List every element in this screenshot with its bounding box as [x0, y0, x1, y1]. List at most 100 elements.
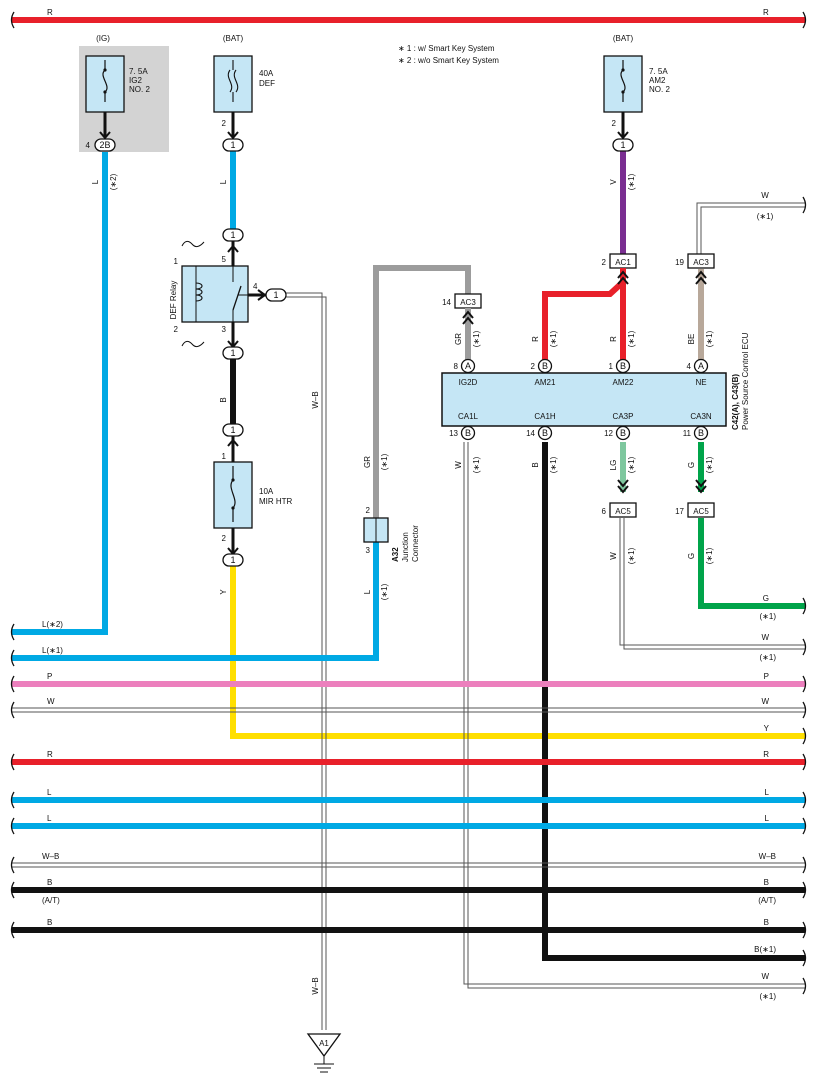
mir-htr-fuse: 1 10A MIR HTR 2 1	[213, 436, 293, 567]
ecu-pin-note: (∗1)	[627, 330, 636, 347]
svg-text:Y: Y	[219, 589, 228, 595]
ecu-pin-marker	[460, 425, 476, 441]
svg-text:1: 1	[230, 230, 235, 240]
connector-def	[222, 138, 244, 152]
ecu-pin-note: (∗1)	[549, 456, 558, 473]
ecu-body	[441, 372, 727, 427]
def-relay: 1 5 1 2 3 4 DEF Relay 1 1	[169, 228, 287, 360]
ecu-pin-wire: B	[531, 462, 540, 467]
ig2-number: NO. 2	[129, 85, 150, 94]
wire-wb-b	[286, 296, 327, 1030]
ig2-rating: 7. 5A	[129, 67, 148, 76]
arrow-up-icon	[227, 244, 239, 253]
wire-ac5-g	[698, 518, 805, 609]
svg-text:2: 2	[174, 325, 179, 334]
ecu-pin-note: (∗1)	[549, 330, 558, 347]
def-pin: 2	[222, 119, 227, 128]
bus-labels: L(∗2) L(∗1) P P W W Y R R L L L L W–B W–…	[42, 594, 776, 1001]
connector-def-label: 1	[230, 140, 235, 150]
svg-text:17: 17	[675, 507, 684, 516]
bus-label-left: W–B	[42, 852, 59, 861]
fusible-link-icon	[227, 60, 239, 102]
ecu-pin-number: 4	[687, 362, 692, 371]
svg-text:2: 2	[602, 258, 607, 267]
mir-name: MIR HTR	[259, 497, 293, 506]
connector-am2-label: 1	[620, 140, 625, 150]
stub-note: (∗1)	[760, 653, 777, 662]
ig2-name: IG2	[129, 76, 142, 85]
ecu-pin-note: (∗1)	[472, 456, 481, 473]
svg-text:W: W	[761, 191, 769, 200]
svg-text:(∗1): (∗1)	[627, 173, 636, 190]
svg-text:R: R	[47, 8, 53, 17]
ac5-left-connector: AC5 6	[602, 479, 637, 518]
svg-text:GR: GR	[363, 456, 372, 468]
ecu-pin-note: (∗1)	[627, 456, 636, 473]
am2-rating: 7. 5A	[649, 67, 668, 76]
stub-label: W	[761, 633, 769, 642]
ecu-pin-side: B	[620, 361, 626, 371]
power-source-control-ecu: C42(A), C43(B) Power Source Control ECU …	[441, 330, 750, 473]
ecu-pin-wire: BE	[687, 334, 696, 345]
svg-text:W–B: W–B	[311, 391, 320, 408]
double-arrow-down-icon	[617, 479, 629, 494]
bus-label-left: L	[47, 814, 52, 823]
def-fuse-block: (BAT) 40A DEF 2 1	[213, 34, 275, 152]
ecu-pin-marker	[460, 358, 476, 374]
ecu-pin-side: A	[465, 361, 471, 371]
ecu-pin-side: B	[620, 428, 626, 438]
ecu-pin-label: IG2D	[459, 378, 478, 387]
fuse-icon	[230, 466, 236, 522]
wire-ac1-r	[542, 279, 626, 362]
double-arrow-up-icon	[462, 310, 474, 325]
stub-label: B(∗1)	[754, 945, 776, 954]
stub-label: W	[761, 972, 769, 981]
bus-brackets	[10, 11, 807, 995]
ecu-pin-side: A	[698, 361, 704, 371]
am2-source: (BAT)	[613, 34, 634, 43]
ecu-pin-wire: W	[454, 461, 463, 469]
wire-gr	[373, 265, 471, 518]
svg-text:V: V	[609, 179, 618, 185]
arrow-down-icon	[227, 131, 239, 140]
svg-text:B: B	[219, 397, 228, 402]
ecu-top-pins: A8IG2DGR(∗1)B2AM21R(∗1)B1AM22R(∗1)A4NEBE…	[454, 330, 714, 387]
svg-text:L: L	[91, 179, 100, 184]
ig2-fuse-block: (IG) 7. 5A IG2 NO. 2 2B 4	[79, 34, 169, 152]
ecu-pin-label: AM21	[535, 378, 556, 387]
ecu-pin-marker	[537, 425, 553, 441]
svg-text:5: 5	[222, 255, 227, 264]
ecu-pin-note: (∗1)	[472, 330, 481, 347]
ecu-pin-side: B	[698, 428, 704, 438]
bus-label-left: B	[47, 918, 52, 927]
svg-text:14: 14	[442, 298, 451, 307]
svg-text:1: 1	[230, 425, 235, 435]
bus-label-left: L	[47, 788, 52, 797]
am2-fuse-block: (BAT) 7. 5A AM2 NO. 2 2 1	[603, 34, 670, 152]
svg-text:AC5: AC5	[615, 507, 631, 516]
relay-body	[181, 265, 249, 323]
wire-mir-y	[230, 560, 805, 739]
ecu-name: Power Source Control ECU	[741, 332, 750, 430]
relay-switch-icon	[232, 285, 242, 311]
ig2-pin: 4	[86, 141, 91, 150]
ecu-pin-wire: LG	[609, 460, 618, 471]
ecu-pin-note: (∗1)	[705, 456, 714, 473]
ecu-pin-number: 11	[683, 429, 692, 438]
stub-note: (∗1)	[760, 992, 777, 1001]
svg-text:1: 1	[230, 555, 235, 565]
ecu-pin-number: 13	[449, 429, 458, 438]
ecu-pin-number: 1	[609, 362, 614, 371]
double-arrow-up-icon	[617, 270, 629, 285]
ecu-pin-number: 8	[454, 362, 459, 371]
wire-ca1l-a	[463, 442, 805, 985]
wire-a32-l	[12, 542, 379, 661]
ecu-pin-note: (∗1)	[705, 330, 714, 347]
bus-label-left: R	[47, 750, 53, 759]
wire-ca1l-b	[467, 442, 805, 989]
svg-text:AC3: AC3	[460, 298, 476, 307]
relay-name: DEF Relay	[169, 281, 178, 320]
am2-pin: 2	[612, 119, 617, 128]
svg-text:2: 2	[366, 506, 371, 515]
ecu-pin-marker	[693, 425, 709, 441]
